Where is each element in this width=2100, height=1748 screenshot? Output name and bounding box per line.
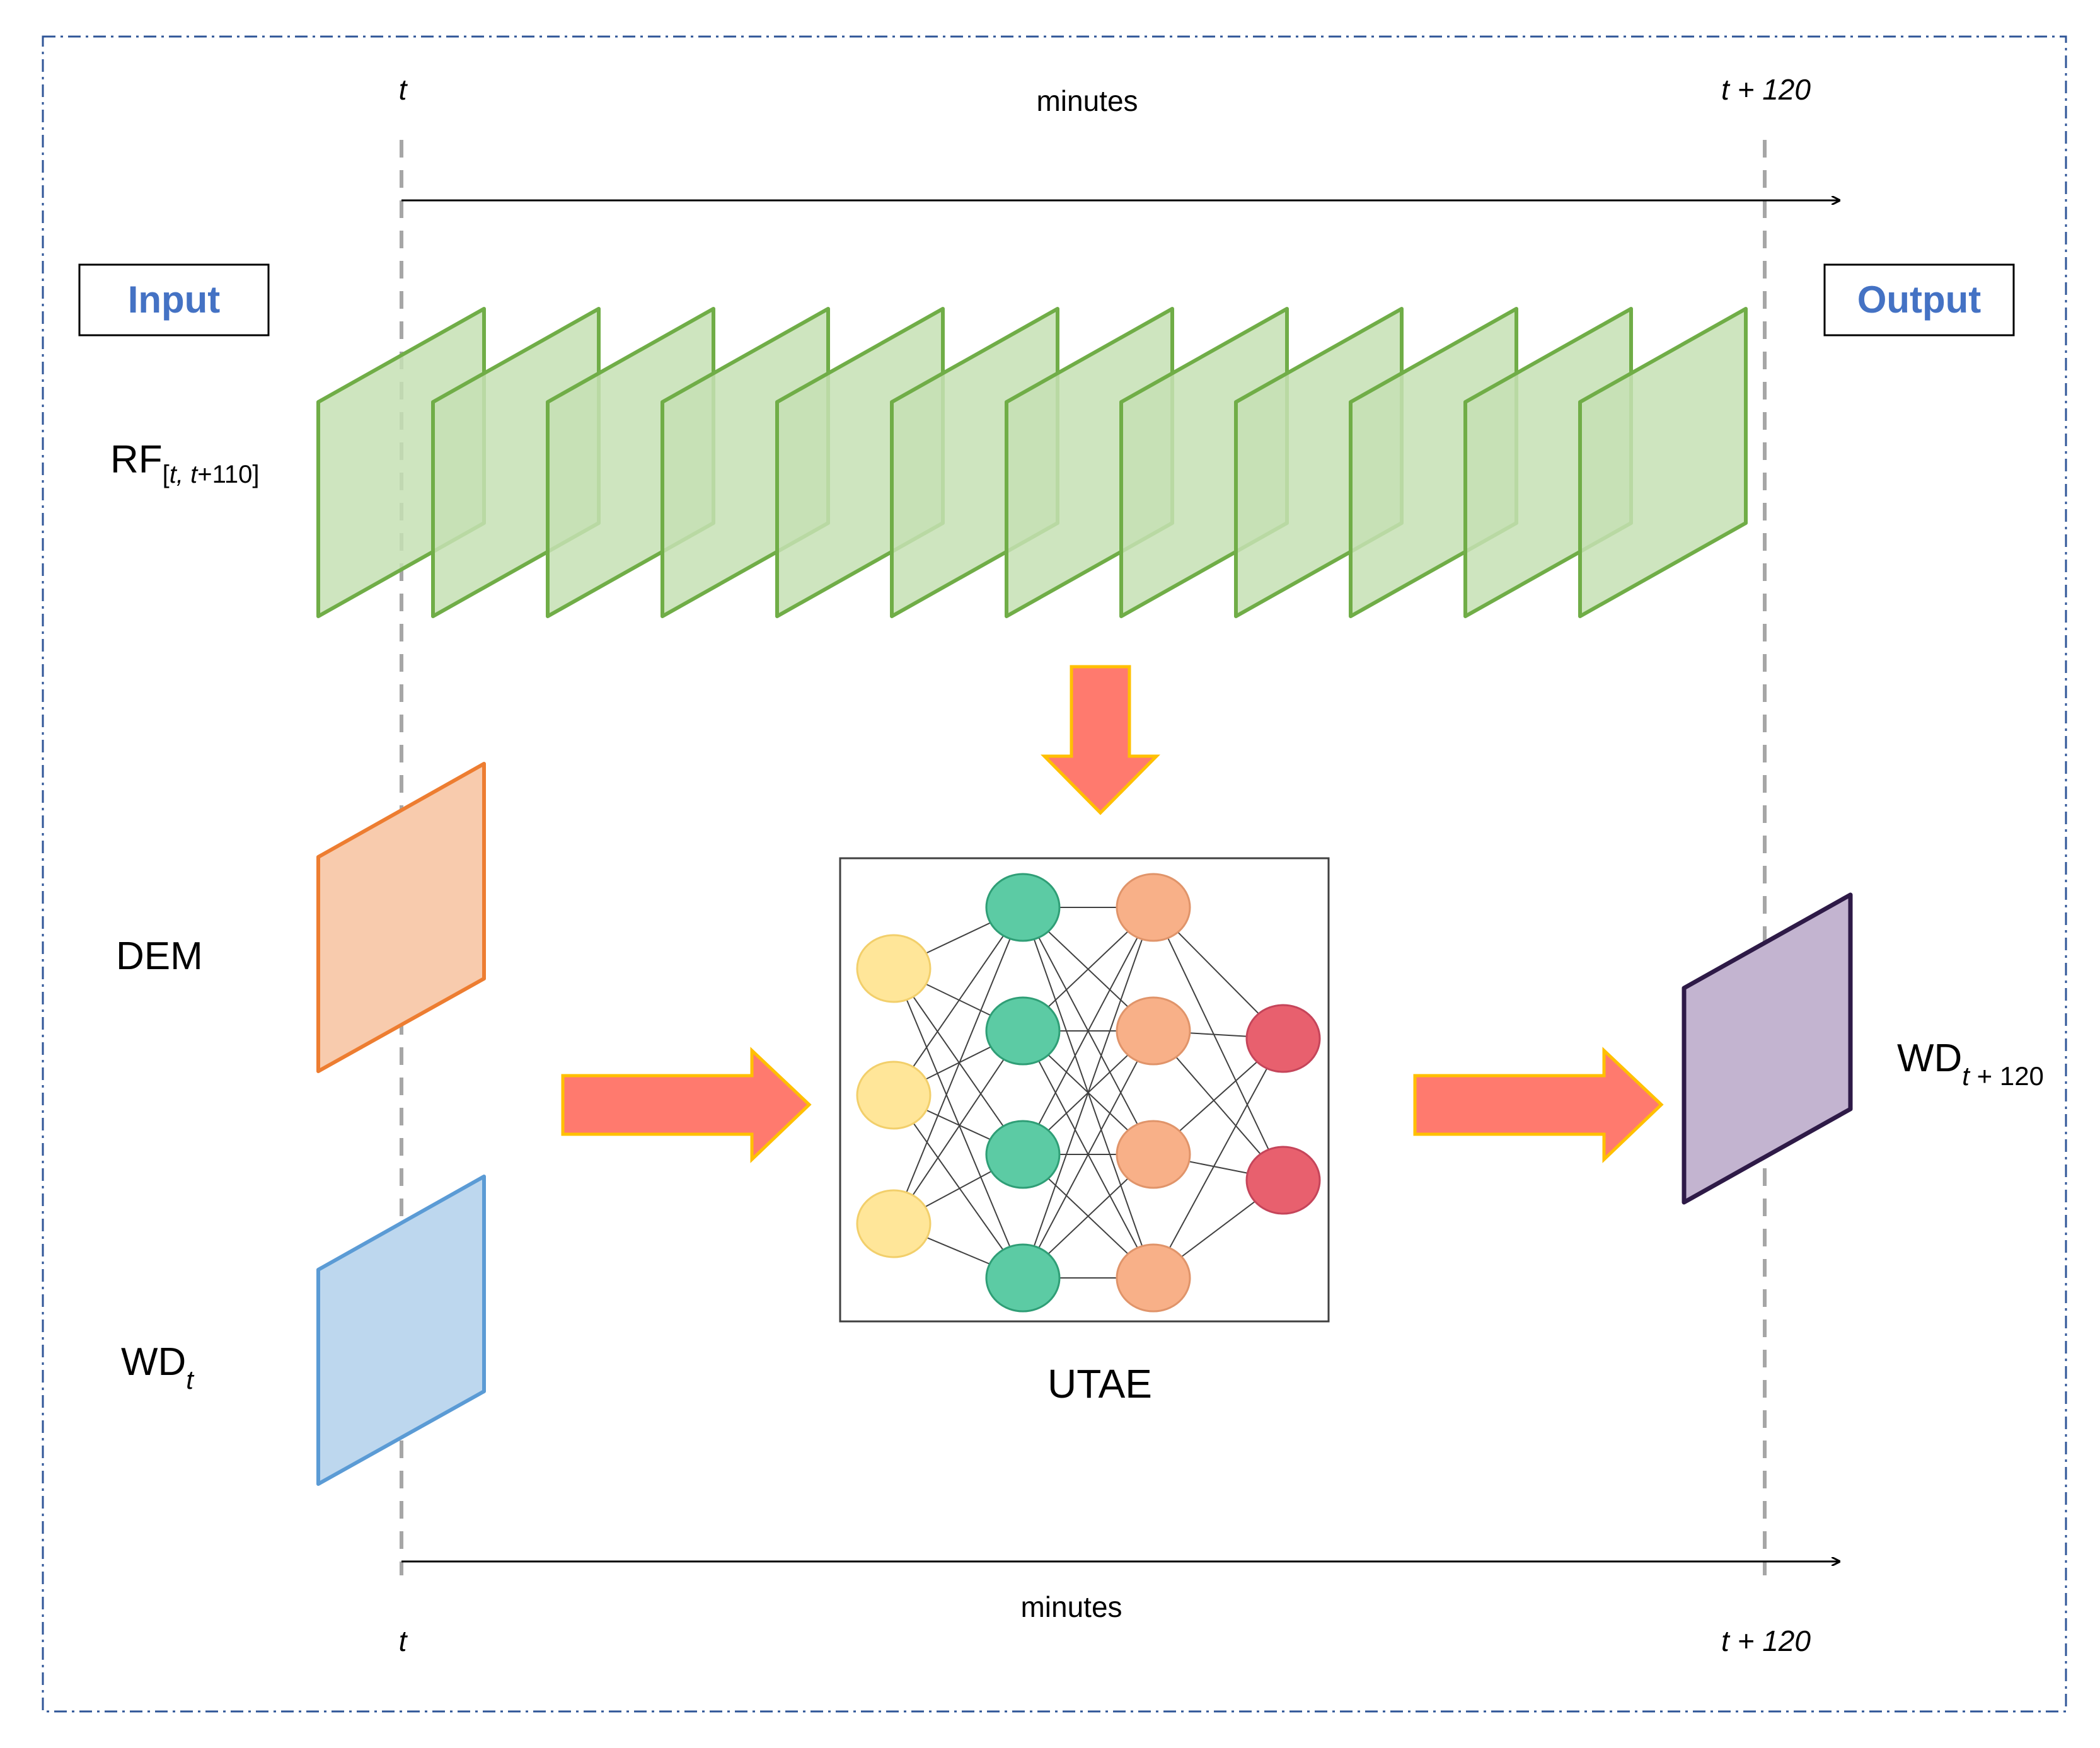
network-edge: [893, 1095, 1024, 1279]
water-depth-output-frame: [1682, 892, 1853, 1205]
hidden-node-1: [985, 1120, 1061, 1189]
input-node: [856, 934, 932, 1003]
top-axis-start-label: t: [399, 73, 408, 106]
hidden-node-2: [1116, 1120, 1191, 1189]
network-edge: [1153, 1038, 1284, 1279]
network-edge: [1153, 907, 1284, 1181]
bottom-axis-unit-label: minutes: [1020, 1590, 1122, 1623]
arrow-model-to-output: [1413, 1047, 1664, 1163]
dem-label: DEM: [116, 934, 203, 978]
dem-frame: [316, 762, 486, 1073]
input-node: [856, 1189, 932, 1258]
bottom-axis-end-label: t + 120: [1721, 1624, 1811, 1657]
hidden-node-1: [985, 996, 1061, 1066]
water-depth-output-label: WDt + 120: [1897, 1037, 2044, 1091]
output-box: [1823, 263, 2015, 336]
network-edge: [1022, 1030, 1154, 1279]
network-edge: [893, 968, 1024, 1279]
model-label: UTAE: [1047, 1361, 1152, 1406]
bottom-axis-start-label: t: [399, 1624, 408, 1657]
hidden-node-2: [1116, 873, 1191, 942]
network-edge: [893, 1030, 1024, 1224]
outer-border: [42, 35, 2067, 1713]
network-nodes: [856, 873, 1321, 1313]
input-node: [856, 1061, 932, 1130]
output-node: [1245, 1004, 1321, 1073]
arrow-inputs-to-model: [561, 1047, 812, 1163]
rainfall-frame: [1578, 307, 1748, 618]
hidden-node-2: [1116, 996, 1191, 1066]
hidden-node-1: [985, 1243, 1061, 1313]
input-box: [78, 263, 270, 336]
water-depth-input-label: WDt: [121, 1340, 195, 1394]
network-edge: [893, 907, 1024, 1096]
network-edge: [1022, 907, 1154, 1155]
water-depth-input-frame: [316, 1175, 486, 1486]
output-node: [1245, 1146, 1321, 1215]
output-box-label: Output: [1857, 279, 1982, 321]
rainfall-frame-stack: [316, 307, 1748, 618]
network-edge: [1022, 907, 1154, 1279]
network-edge: [893, 907, 1024, 1224]
top-axis-unit-label: minutes: [1036, 84, 1138, 117]
rainfall-label: RF[t, t+110]: [110, 438, 260, 488]
network-edge: [893, 968, 1024, 1155]
hidden-node-2: [1116, 1243, 1191, 1313]
input-box-label: Input: [128, 279, 221, 321]
hidden-node-1: [985, 873, 1061, 942]
top-axis-end-label: t + 120: [1721, 73, 1811, 106]
arrow-rainfall-to-model: [1041, 665, 1160, 815]
